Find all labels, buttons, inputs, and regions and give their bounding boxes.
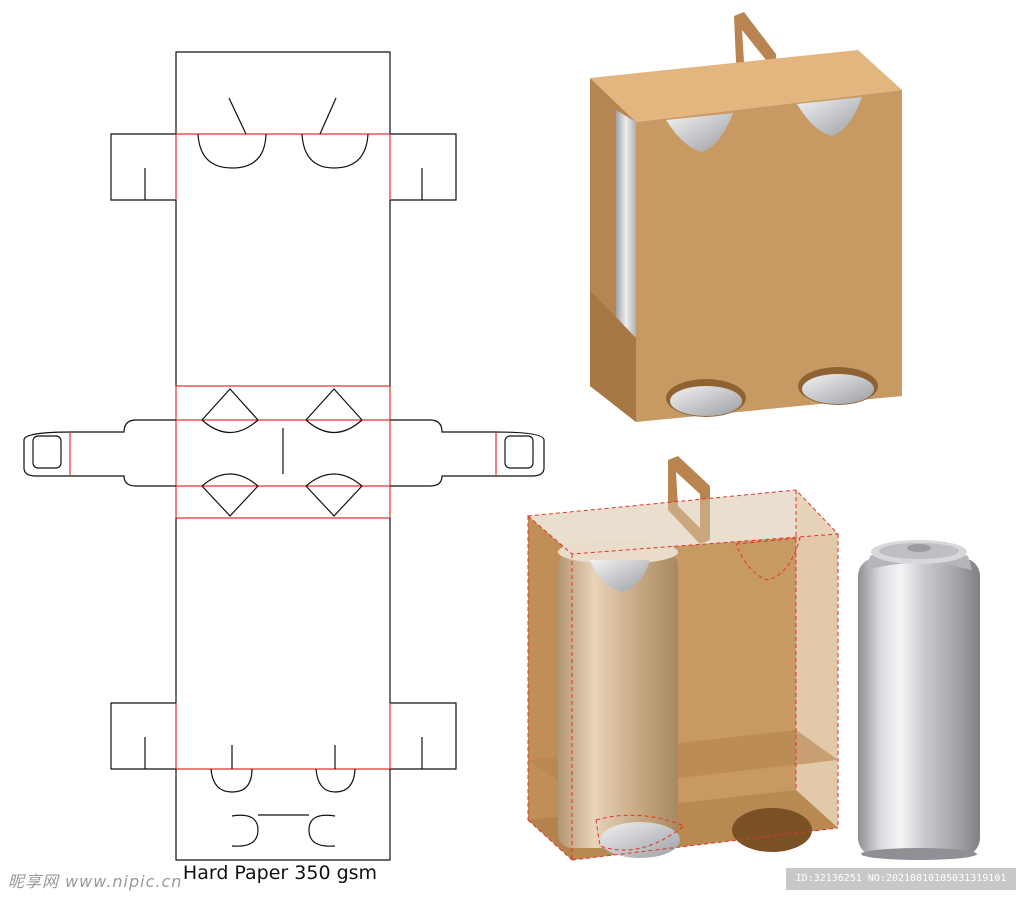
dieline-top-right-flap: [390, 133, 457, 201]
open-box-mockup: [526, 456, 840, 861]
dieline-bottom-right-flap: [390, 702, 457, 770]
dieline-bottom-left-flap: [110, 702, 176, 770]
box-front-face: [636, 90, 902, 422]
closed-box-mockup: [590, 12, 902, 422]
aluminum-can: [858, 540, 980, 860]
dieline-top-left-flap: [110, 133, 176, 201]
dieline-bottom-panel: [175, 769, 391, 861]
dieline-top-panel: [175, 51, 391, 134]
box-top-face: [590, 50, 902, 122]
watermark-text: 昵享网 www.nipic.cn: [8, 872, 183, 891]
dieline-diagram: [23, 51, 545, 861]
dieline-lower-panel: [175, 518, 391, 703]
dieline-left-handle: [23, 419, 176, 487]
can-inside-box: [558, 552, 678, 848]
dieline-upper-panel: [175, 200, 391, 386]
image-id-bar: ID:32136251 NO:20210810105031319101: [786, 868, 1016, 890]
dieline-right-handle: [390, 419, 545, 487]
material-caption: Hard Paper 350 gsm: [182, 862, 378, 884]
